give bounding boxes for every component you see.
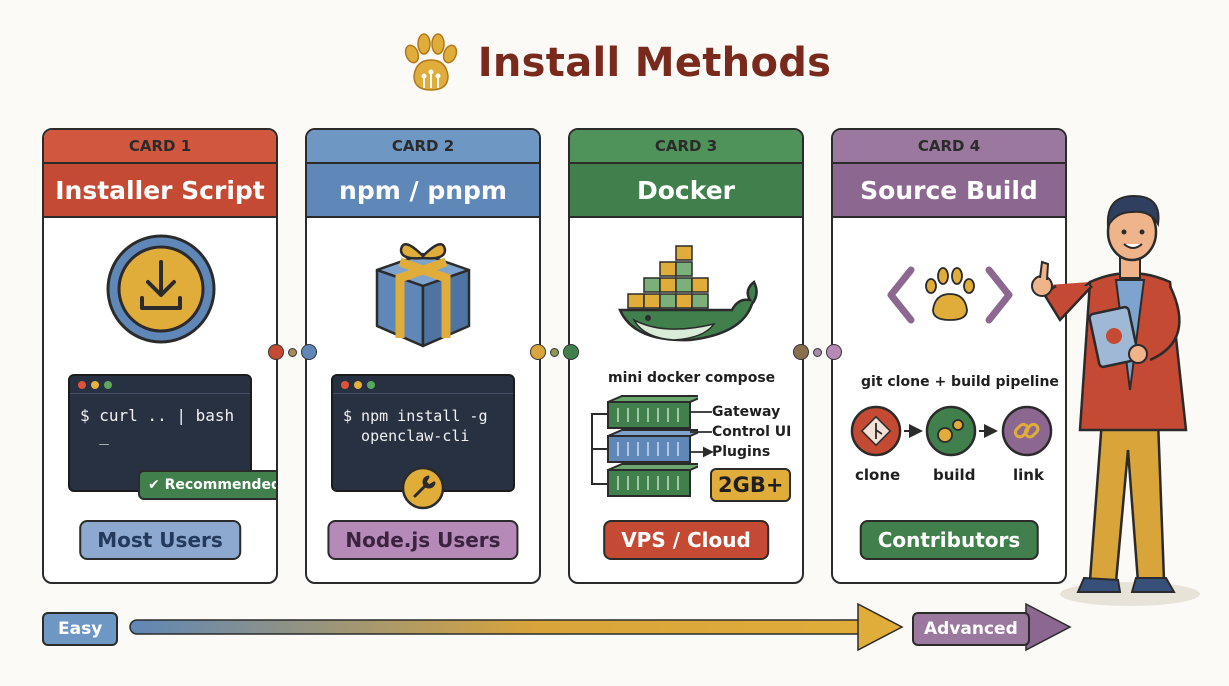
code-paw-icon (887, 266, 1013, 324)
page-title: Install Methods (477, 40, 832, 86)
stack-item-gateway: Gateway (712, 404, 781, 420)
download-icon (106, 234, 216, 344)
card-title: Installer Script (44, 164, 276, 216)
audience-pill: Contributors (859, 520, 1039, 560)
card-number: CARD 1 (44, 130, 276, 164)
package-name: openclaw-cli (343, 427, 470, 445)
difficulty-scale (129, 602, 1072, 652)
docker-whale-icon (618, 245, 758, 342)
step-build: build (933, 466, 976, 484)
stack-layers-icon (591, 395, 698, 497)
scale-start-label: Easy (42, 612, 119, 646)
memory-badge: 2GB+ (710, 468, 792, 502)
card-docker: CARD 3 Docker mini docker compose (568, 128, 804, 584)
card-number: CARD 4 (833, 130, 1065, 164)
step-link: link (1013, 466, 1044, 484)
connector-2-3 (530, 344, 579, 360)
scale-end-label: Advanced (912, 612, 1030, 646)
audience-pill: Node.js Users (327, 520, 519, 560)
card-title: Source Build (833, 164, 1065, 216)
card-number: CARD 2 (307, 130, 539, 164)
command-text: $ npm install -g (343, 407, 488, 425)
header: Install Methods (0, 30, 1229, 96)
card-npm-pnpm: CARD 2 npm / pnpm $ npm install -g openc… (305, 128, 541, 584)
recommended-badge: ✔ Recommended (138, 470, 276, 500)
command-text: $ curl .. | bash (80, 406, 235, 425)
connector-3-4 (793, 344, 842, 360)
pipeline-caption: git clone + build pipeline (861, 374, 1059, 390)
step-clone: clone (855, 466, 901, 484)
card-number: CARD 3 (570, 130, 802, 164)
cursor: _ (80, 426, 109, 445)
wrench-icon (401, 466, 445, 510)
pipeline-diagram (850, 405, 1053, 457)
card-title: npm / pnpm (307, 164, 539, 216)
connector-1-2 (268, 344, 317, 360)
presenter-illustration (1031, 194, 1200, 606)
compose-caption: mini docker compose (608, 370, 776, 386)
audience-pill: VPS / Cloud (603, 520, 769, 560)
card-source-build: CARD 4 Source Build git clone + build pi… (831, 128, 1067, 584)
card-installer-script: CARD 1 Installer Script $ curl .. | bash… (42, 128, 278, 584)
paw-logo-icon (404, 33, 457, 91)
gift-box-icon (375, 243, 471, 348)
stack-item-control-ui: Control UI (712, 424, 792, 440)
connector-lines (690, 411, 714, 462)
stack-item-plugins: Plugins (712, 444, 771, 460)
audience-pill: Most Users (79, 520, 241, 560)
card-title: Docker (570, 164, 802, 216)
